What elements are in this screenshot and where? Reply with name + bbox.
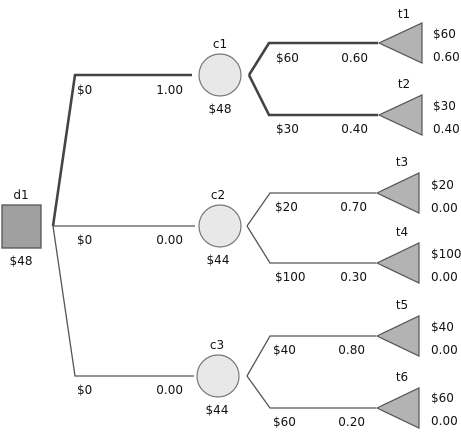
branch-3-payoff: $0 bbox=[77, 383, 92, 397]
chance-node-c2-name: c2 bbox=[211, 188, 225, 202]
terminal-t4-value: $100 bbox=[431, 247, 461, 261]
terminal-t5-value: $40 bbox=[431, 320, 454, 334]
edge-c2-t4 bbox=[246, 225, 376, 264]
chance-node-c2 bbox=[198, 204, 242, 248]
outcome-6-payoff: $60 bbox=[273, 415, 296, 429]
edge-c1-t2 bbox=[247, 74, 378, 117]
chance-node-c3-name: c3 bbox=[210, 338, 224, 352]
terminal-t2-name: t2 bbox=[398, 77, 410, 91]
edge-d1-c3 bbox=[52, 225, 194, 377]
terminal-t6-prob: 0.00 bbox=[431, 414, 458, 428]
terminal-t5-name: t5 bbox=[396, 298, 408, 312]
terminal-t6-name: t6 bbox=[396, 370, 408, 384]
terminal-t4-name: t4 bbox=[396, 225, 408, 239]
chance-node-c1-name: c1 bbox=[213, 37, 227, 51]
terminal-node-t3 bbox=[375, 172, 420, 214]
terminal-t6-value: $60 bbox=[431, 391, 454, 405]
terminal-node-t1 bbox=[377, 22, 423, 64]
edge-c2-t3 bbox=[246, 192, 376, 227]
outcome-4-payoff: $100 bbox=[275, 270, 306, 284]
outcome-4-prob: 0.30 bbox=[340, 270, 367, 284]
edge-c3-t6 bbox=[246, 375, 376, 409]
branch-2-prob: 0.00 bbox=[156, 233, 183, 247]
chance-node-c2-value: $44 bbox=[207, 253, 230, 267]
terminal-node-t4 bbox=[375, 242, 420, 284]
terminal-t3-name: t3 bbox=[396, 155, 408, 169]
outcome-2-prob: 0.40 bbox=[341, 122, 368, 136]
outcome-1-prob: 0.60 bbox=[341, 51, 368, 65]
terminal-t1-value: $60 bbox=[433, 27, 456, 41]
terminal-t3-value: $20 bbox=[431, 178, 454, 192]
outcome-2-payoff: $30 bbox=[276, 122, 299, 136]
terminal-t5-prob: 0.00 bbox=[431, 343, 458, 357]
chance-node-c1 bbox=[198, 53, 242, 97]
decision-node bbox=[1, 204, 42, 249]
branch-1-payoff: $0 bbox=[77, 83, 92, 97]
terminal-node-t6 bbox=[375, 387, 420, 429]
edge-d1-c1 bbox=[51, 73, 192, 227]
chance-node-c3 bbox=[196, 354, 240, 398]
terminal-t3-prob: 0.00 bbox=[431, 201, 458, 215]
outcome-6-prob: 0.20 bbox=[338, 415, 365, 429]
terminal-node-t5 bbox=[375, 315, 420, 357]
chance-node-c1-value: $48 bbox=[209, 102, 232, 116]
edge-c3-t5 bbox=[246, 335, 376, 377]
outcome-3-prob: 0.70 bbox=[340, 200, 367, 214]
branch-1-prob: 1.00 bbox=[156, 83, 183, 97]
branch-3-prob: 0.00 bbox=[156, 383, 183, 397]
terminal-t1-prob: 0.60 bbox=[433, 50, 460, 64]
branch-2-payoff: $0 bbox=[77, 233, 92, 247]
outcome-5-payoff: $40 bbox=[273, 343, 296, 357]
edge-c1-t1 bbox=[247, 41, 378, 76]
decision-node-name: d1 bbox=[13, 188, 28, 202]
terminal-t2-prob: 0.40 bbox=[433, 122, 460, 136]
decision-node-value: $48 bbox=[10, 254, 33, 268]
outcome-5-prob: 0.80 bbox=[338, 343, 365, 357]
chance-node-c3-value: $44 bbox=[206, 403, 229, 417]
terminal-t1-name: t1 bbox=[398, 7, 410, 21]
terminal-node-t2 bbox=[377, 94, 423, 136]
outcome-1-payoff: $60 bbox=[276, 51, 299, 65]
terminal-t4-prob: 0.00 bbox=[431, 270, 458, 284]
terminal-t2-value: $30 bbox=[433, 99, 456, 113]
outcome-3-payoff: $20 bbox=[275, 200, 298, 214]
